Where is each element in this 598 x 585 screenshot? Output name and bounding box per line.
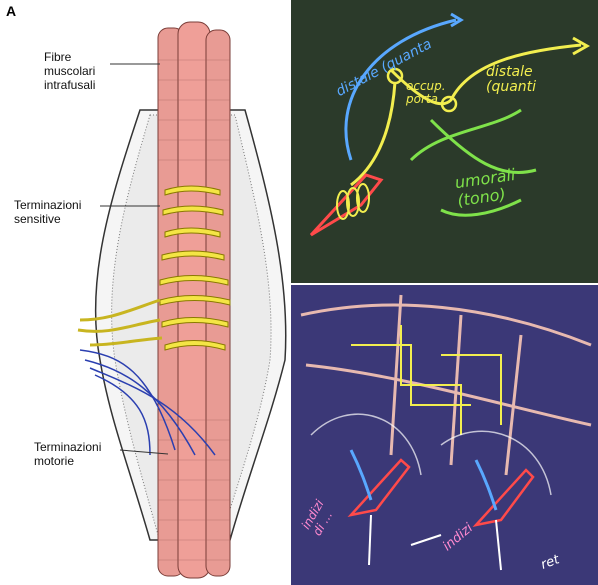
blue-branch-right [476,460,496,510]
blackboard-photo-bottom: indizi di ... indizi ret [291,285,598,585]
label-sensory-endings: Terminazioni sensitive [14,198,81,226]
yellow-connections [351,325,501,435]
yellow-down [351,82,395,185]
chalk-drawing-top [291,0,598,283]
blackboard-photo-top: distale (quanta distale (quanti occup. p… [291,0,598,283]
chalk-occup-porta: occup. porta [406,80,446,106]
label-motor-endings: Terminazioni motorie [34,440,101,468]
blue-branch-left [351,450,371,500]
chalk-distale-right: distale (quanti [486,65,536,95]
label-intrafusal-fibres: Fibre muscolari intrafusali [44,50,95,92]
panel-letter: A [6,3,16,19]
muscle-spindle-figure: A Fibre muscolari intrafusali Terminazio… [0,0,290,585]
red-spindle [311,175,381,235]
